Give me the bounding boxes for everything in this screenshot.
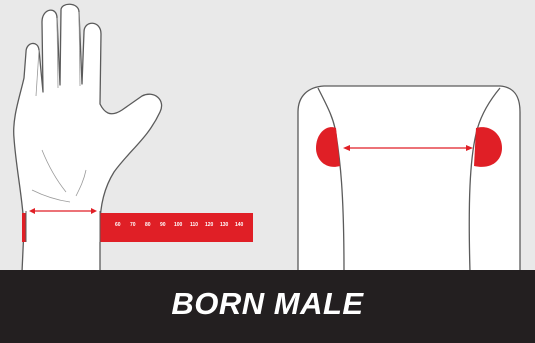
tape-tick-label: 60 bbox=[115, 222, 121, 228]
tape-tick-label: 80 bbox=[145, 222, 151, 228]
chest-torso-illustration bbox=[298, 86, 520, 272]
size-illustration: 60 70 80 90 100 110 120 130 140 bbox=[0, 0, 535, 272]
tape-tick-label: 110 bbox=[190, 222, 198, 228]
tape-scale: 60 70 80 90 100 110 120 130 140 bbox=[115, 222, 244, 228]
title-banner: BORN MALE bbox=[0, 270, 535, 343]
banner-title: BORN MALE bbox=[171, 286, 363, 322]
tape-tick-label: 70 bbox=[130, 222, 136, 228]
tape-tick-label: 140 bbox=[235, 222, 244, 228]
tape-tick-label: 90 bbox=[160, 222, 166, 228]
tape-tick-label: 130 bbox=[220, 222, 229, 228]
tape-tick-label: 120 bbox=[205, 222, 214, 228]
tape-tick-label: 100 bbox=[174, 222, 183, 228]
measuring-tape bbox=[22, 211, 253, 242]
